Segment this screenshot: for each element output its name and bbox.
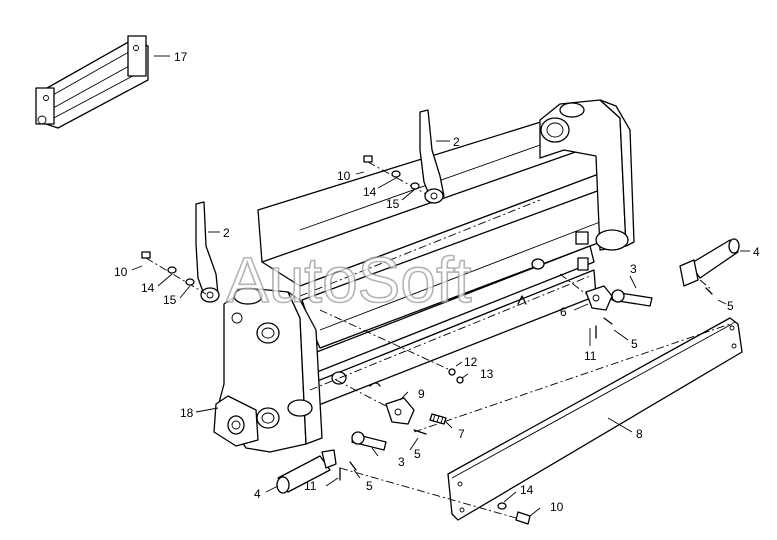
- callout-14-plate: 14: [520, 483, 534, 497]
- callout-15-lower: 15: [163, 293, 177, 307]
- part-7-spring: [429, 413, 447, 425]
- callout-3-right: 3: [630, 262, 637, 276]
- callout-11-right: 11: [584, 349, 597, 363]
- part-18-main-frame: [213, 99, 635, 453]
- callout-5-right-top: 5: [727, 299, 734, 313]
- callout-3-left: 3: [398, 455, 405, 469]
- fastener-set-upper: [363, 155, 427, 195]
- callout-10-plate: 10: [550, 500, 564, 514]
- part-2-lower-latch-lever: [195, 201, 220, 303]
- callout-6: 6: [560, 305, 567, 319]
- callout-5-right-mid: 5: [631, 337, 638, 351]
- part-4-right-locking-pin: [679, 238, 740, 291]
- part-3-right-handle: [611, 289, 653, 307]
- callout-5-center: 5: [414, 447, 421, 461]
- leader-lines: [131, 55, 750, 517]
- callout-9: 9: [418, 387, 425, 401]
- callout-14-upper: 14: [363, 185, 377, 199]
- callout-8: 8: [636, 427, 643, 441]
- callout-labels: 17 2 10 14 15 2 10 14 15 4 3 5 6 5 11 12…: [114, 50, 760, 514]
- callout-4-left: 4: [254, 487, 261, 501]
- part-8-long-plate: [339, 317, 743, 521]
- callout-12: 12: [464, 355, 478, 369]
- part-4-left-locking-pin: [276, 449, 337, 494]
- callout-11-left: 11: [304, 479, 317, 493]
- screws-set: [339, 287, 713, 481]
- callout-18: 18: [180, 406, 194, 420]
- part-6-latch-bracket: [559, 273, 613, 311]
- callout-17: 17: [174, 50, 188, 64]
- part-17-overview-frame: [35, 35, 149, 129]
- callout-13: 13: [480, 367, 494, 381]
- part-2-upper-latch-lever: [419, 109, 445, 204]
- callout-7: 7: [458, 427, 465, 441]
- callout-10-lower: 10: [114, 265, 128, 279]
- fastener-set-lower: [141, 251, 207, 295]
- callout-14-lower: 14: [141, 281, 155, 295]
- callout-2-lower: 2: [223, 226, 230, 240]
- part-12-13-washer-nut: [319, 309, 464, 384]
- callout-2-upper: 2: [453, 135, 460, 149]
- fastener-set-plate: [497, 502, 531, 525]
- callout-10-upper: 10: [337, 169, 351, 183]
- part-3-left-handle: [351, 431, 387, 451]
- callout-15-upper: 15: [386, 197, 400, 211]
- callout-5-left: 5: [366, 479, 373, 493]
- watermark: AutoSoft: [226, 244, 472, 316]
- callout-4-right: 4: [753, 245, 760, 259]
